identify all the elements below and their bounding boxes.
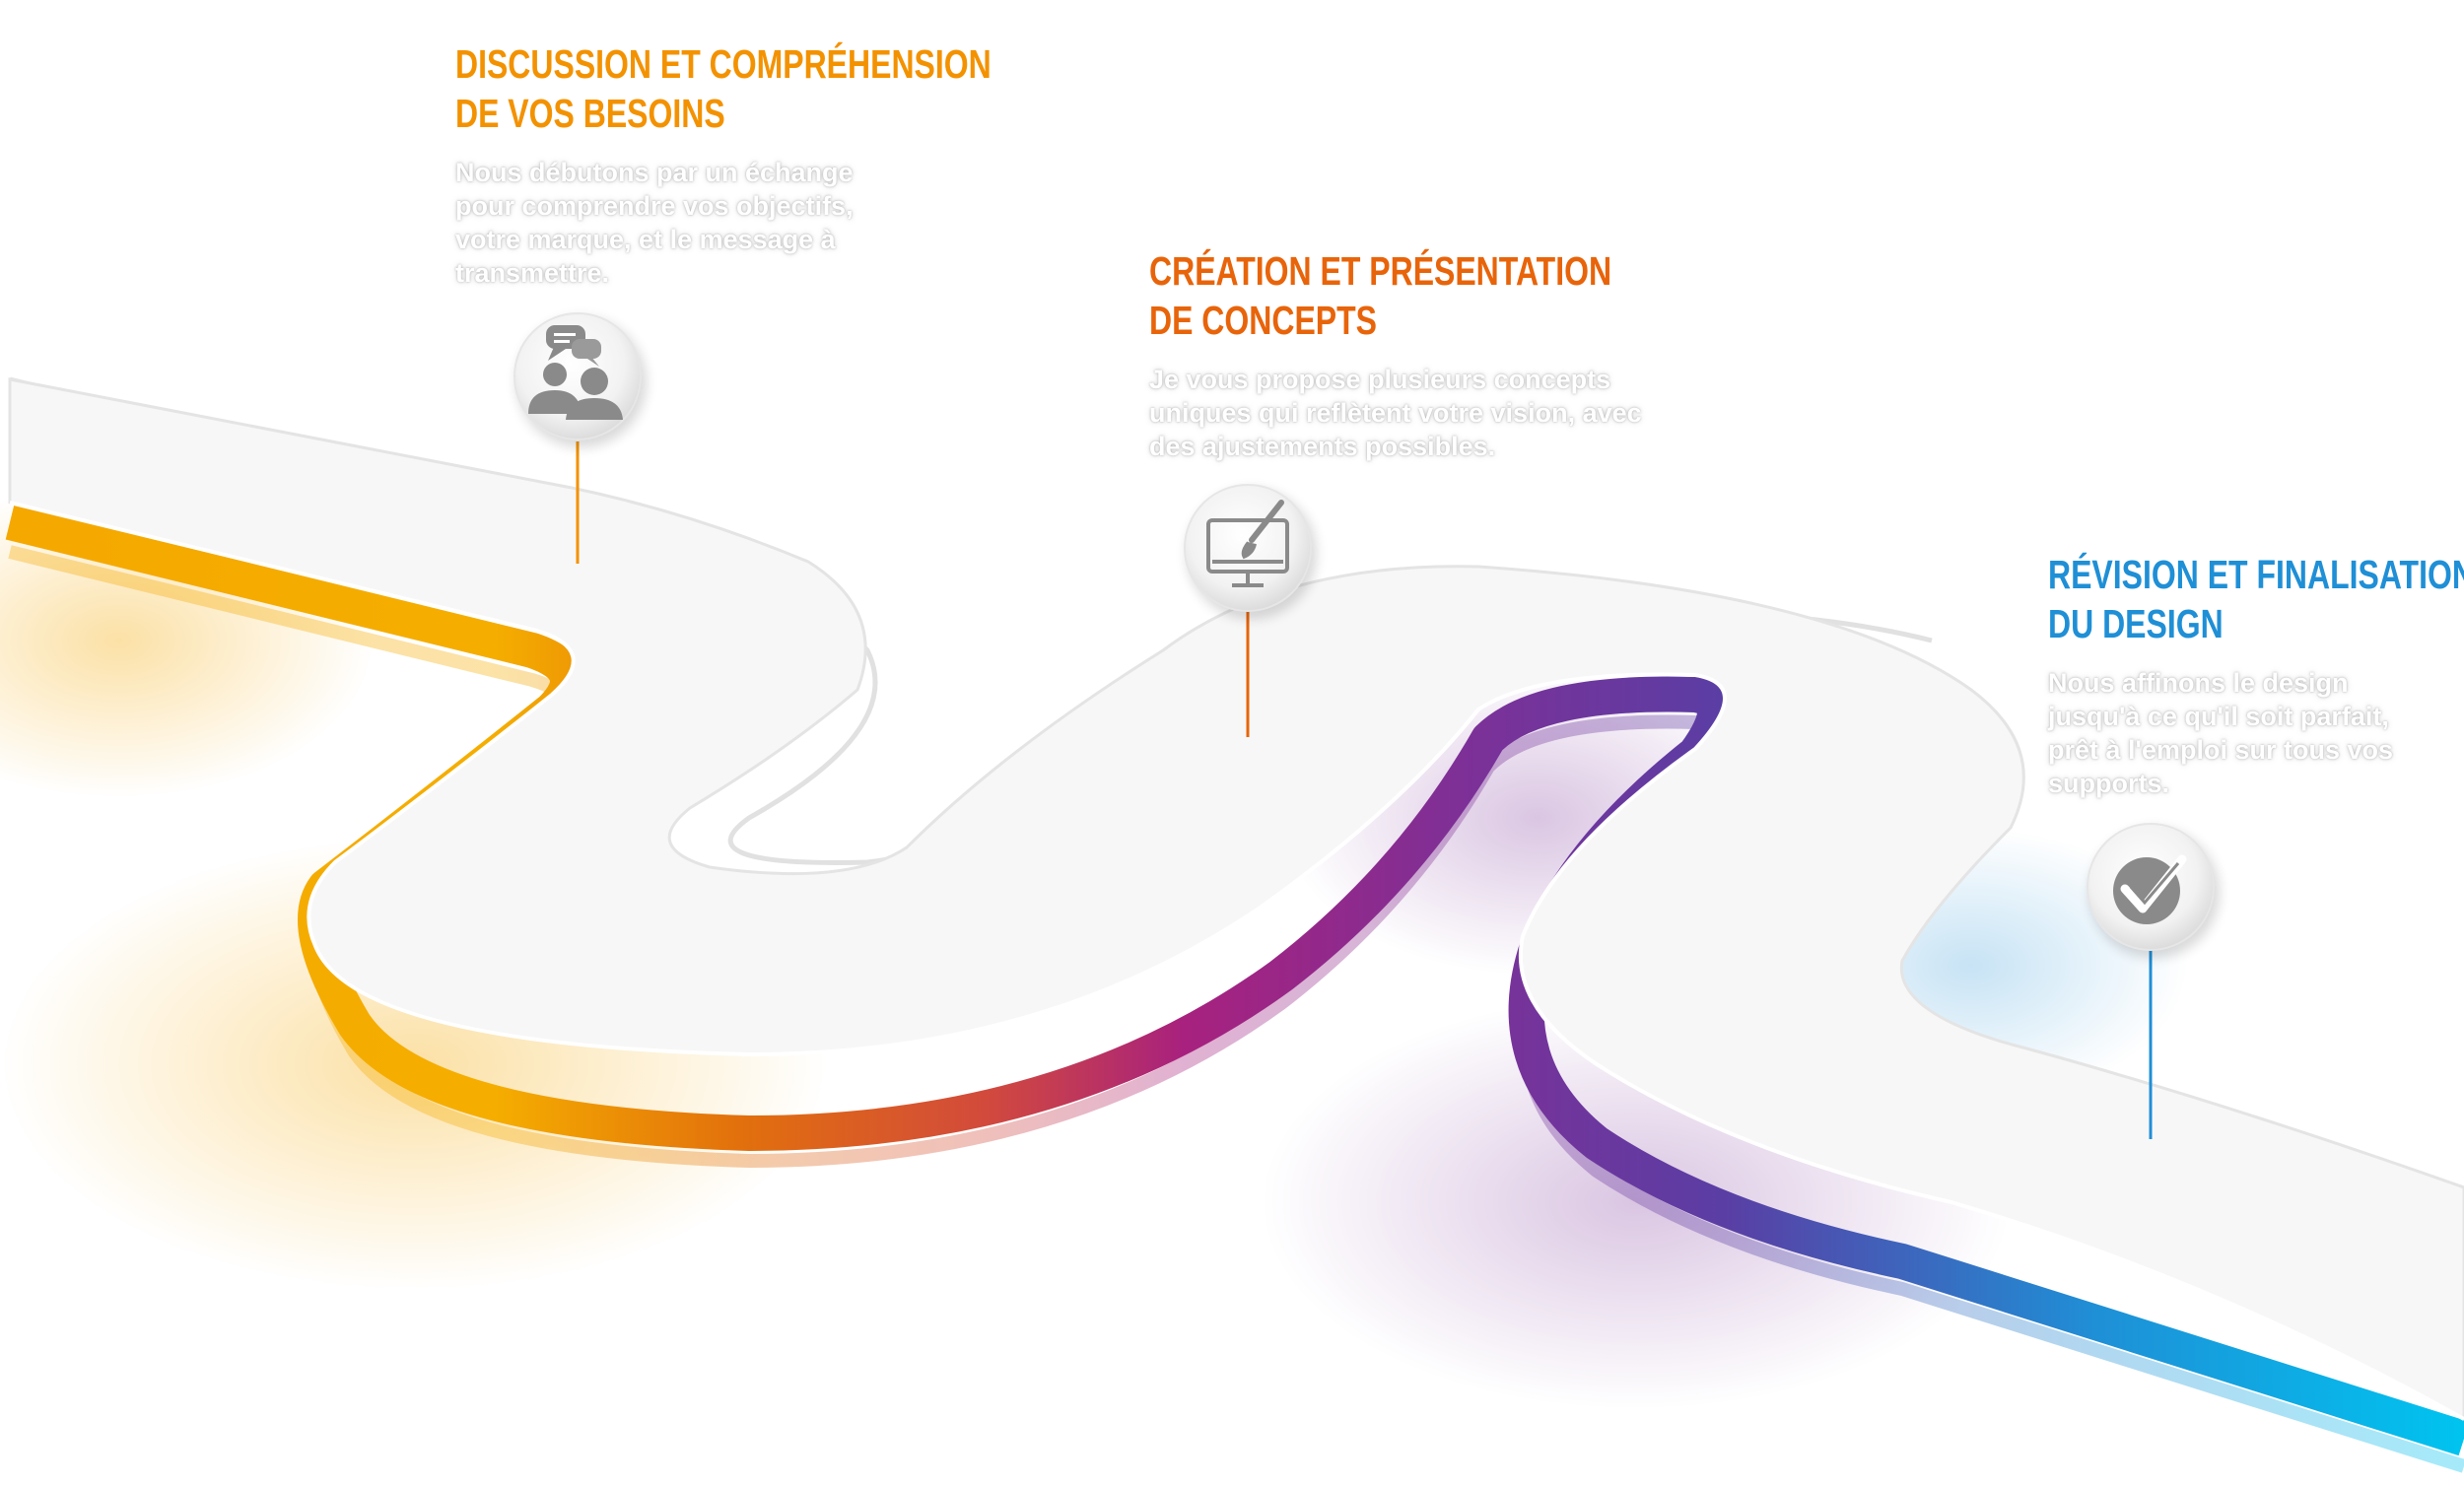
marker-step-2 [1184, 484, 1317, 737]
marker-step-1 [513, 312, 647, 564]
step-2-title: Création et présentation de concepts [1149, 246, 1611, 345]
step-3-title-line-2: du design [2048, 601, 2224, 646]
step-2-title-line-2: de concepts [1149, 298, 1378, 343]
step-1-description: Nous débutons par un échange pour compre… [455, 158, 854, 288]
step-2-description: Je vous propose plusieurs concepts uniqu… [1149, 365, 1642, 461]
road-edge-highlight [9, 501, 2464, 1421]
step-3-title: Révision et finalisation du design [2048, 550, 2464, 648]
step-finalisation: Révision et finalisation du design Nous … [2048, 550, 2464, 800]
step-discussion: Discussion et compréhension de vos besoi… [455, 39, 992, 290]
step-1-title: Discussion et compréhension de vos besoi… [455, 39, 992, 138]
step-2-title-line-1: Création et présentation [1149, 248, 1612, 294]
discussion-people-icon [528, 325, 623, 420]
checkmark-icon [2113, 854, 2187, 924]
step-concepts: Création et présentation de concepts Je … [1149, 246, 1681, 463]
marker-step-3 [2087, 823, 2220, 1139]
step-1-title-line-1: Discussion et compréhension [455, 41, 992, 87]
step-3-description: Nous affinons le design jusqu'à ce qu'il… [2048, 668, 2393, 798]
step-3-title-line-1: Révision et finalisation [2048, 552, 2464, 597]
step-1-title-line-2: de vos besoins [455, 91, 725, 136]
monitor-brush-icon [1206, 500, 1289, 587]
road-side-reflection [8, 545, 2464, 1473]
